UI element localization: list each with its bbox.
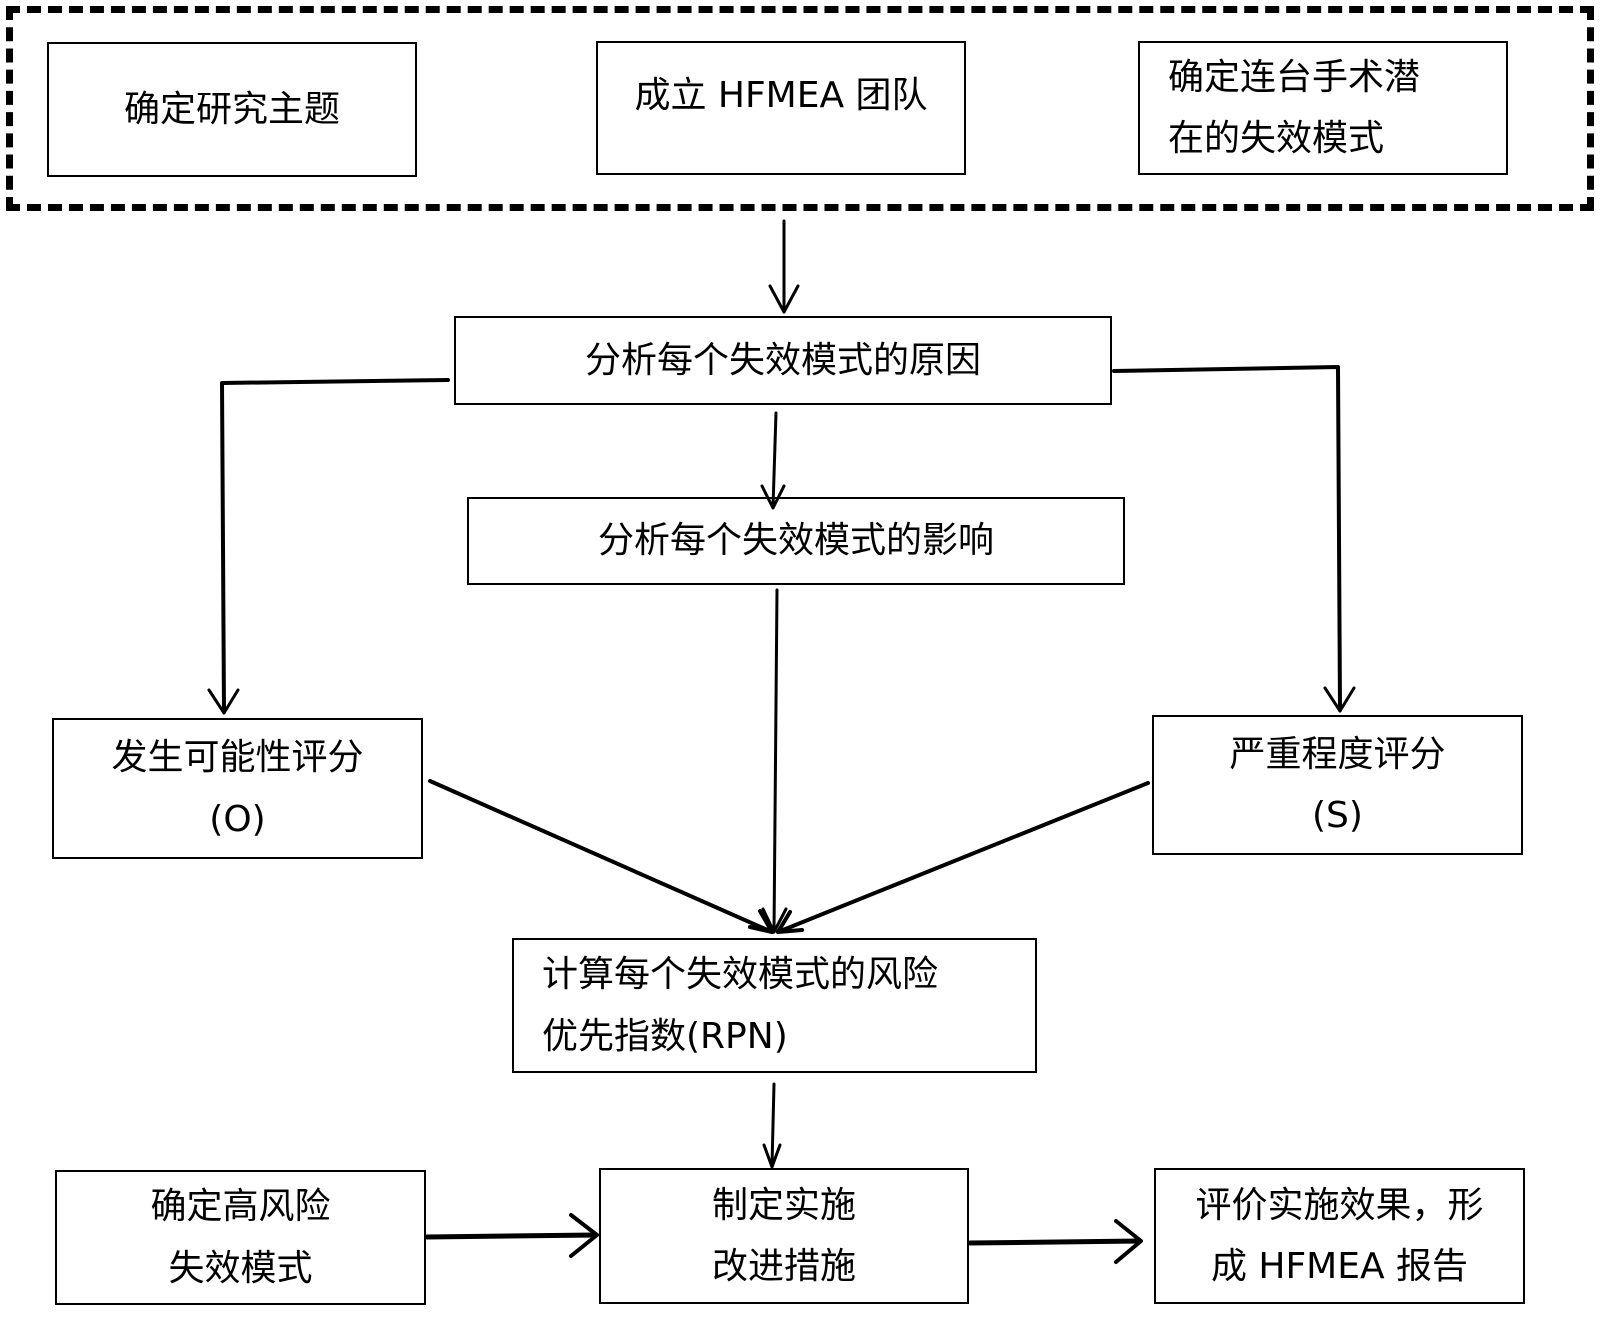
node-text: 在的失效模式 <box>1168 118 1385 159</box>
node-text: 制定实施 <box>711 1184 856 1226</box>
edge-cause-to-occurrence <box>220 378 450 714</box>
arrowhead-icon <box>1114 1219 1143 1264</box>
edge-severity-to-rpn <box>776 781 1150 934</box>
node-text: 严重程度评分 <box>1229 733 1446 775</box>
node-calculate-rpn: 计算每个失效模式的风险 优先指数(RPN) <box>512 938 1037 1073</box>
arrowhead-icon <box>569 1213 599 1258</box>
node-text: 评价实施效果，形 <box>1195 1184 1484 1226</box>
node-analyze-cause: 分析每个失效模式的原因 <box>454 316 1112 405</box>
node-text: 改进措施 <box>711 1246 856 1287</box>
node-form-team: 成立 HFMEA 团队 <box>596 41 966 175</box>
node-text: 发生可能性评分 <box>111 737 364 779</box>
arrowhead-icon <box>207 688 240 715</box>
arrowhead-icon <box>1323 686 1356 713</box>
arrowhead-icon <box>760 484 786 510</box>
node-evaluate-report: 评价实施效果，形 成 HFMEA 报告 <box>1154 1168 1525 1304</box>
node-text: (O) <box>209 798 266 840</box>
node-determine-topic: 确定研究主题 <box>47 42 417 177</box>
node-text: 计算每个失效模式的风险 <box>542 954 939 996</box>
edge-cause-to-effect <box>771 411 778 509</box>
edge-measures-to-evaluate <box>967 1238 1143 1246</box>
preparation-group-frame <box>6 6 1594 211</box>
node-text: 成立 HFMEA 团队 <box>634 75 928 116</box>
node-improvement-measures: 制定实施 改进措施 <box>599 1168 969 1304</box>
node-analyze-effect: 分析每个失效模式的影响 <box>467 497 1125 585</box>
edge-highrisk-to-measures <box>424 1232 599 1240</box>
node-text: 失效模式 <box>168 1247 313 1289</box>
edge-rpn-to-measures <box>770 1082 776 1168</box>
node-identify-failure-modes: 确定连台手术潜 在的失效模式 <box>1138 41 1508 175</box>
node-text: 成 HFMEA 报告 <box>1210 1246 1469 1287</box>
node-text: 确定高风险 <box>150 1186 331 1228</box>
arrowhead-icon <box>762 1143 782 1169</box>
node-occurrence-score: 发生可能性评分 (O) <box>52 718 423 859</box>
arrowhead-icon <box>768 284 800 314</box>
arrowhead-icon <box>748 909 774 934</box>
edge-occurrence-to-rpn <box>428 779 774 934</box>
node-severity-score: 严重程度评分 (S) <box>1152 715 1523 855</box>
node-high-risk-modes: 确定高风险 失效模式 <box>55 1170 426 1305</box>
arrowhead-icon <box>776 910 804 934</box>
node-text: (S) <box>1312 795 1363 836</box>
edge-effect-to-rpn <box>772 588 779 934</box>
node-text: 分析每个失效模式的影响 <box>597 520 994 562</box>
node-text: 优先指数(RPN) <box>542 1015 788 1057</box>
node-text: 确定连台手术潜 <box>1168 56 1421 98</box>
node-text: 确定研究主题 <box>123 88 340 130</box>
node-text: 分析每个失效模式的原因 <box>584 339 981 381</box>
edge-cause-to-severity <box>1112 365 1342 712</box>
